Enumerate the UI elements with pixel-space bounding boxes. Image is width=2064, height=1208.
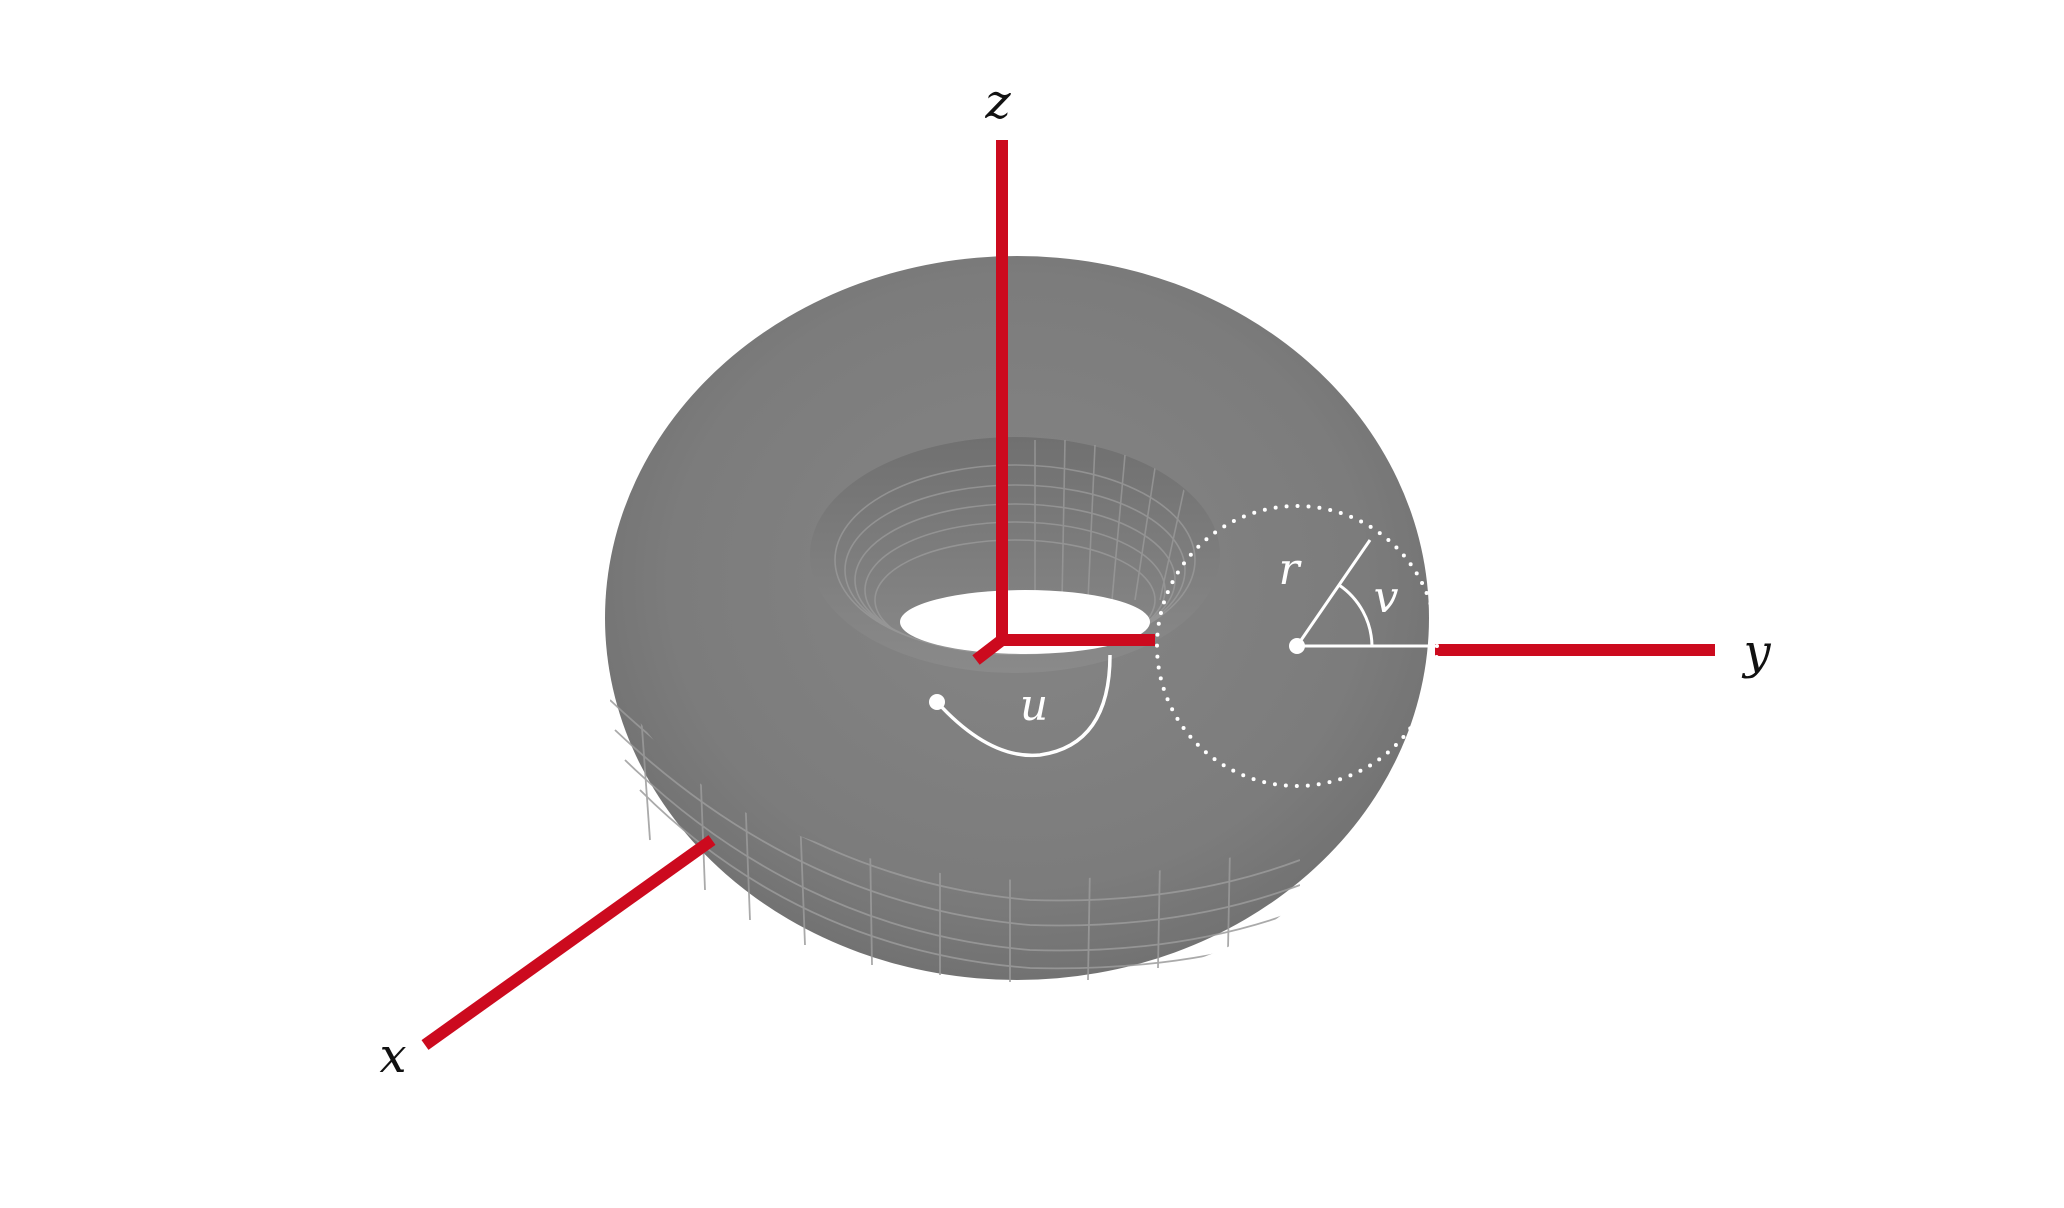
inner-wall-mesh (834, 439, 1196, 655)
z-axis-label: z (984, 74, 1011, 130)
x-axis-line (421, 835, 716, 1050)
v-label: v (1374, 572, 1399, 623)
u-start-dot (929, 694, 945, 710)
x-axis-label: x (379, 1028, 406, 1084)
tube-cross-section (1155, 504, 1439, 788)
torus-surface (605, 256, 1429, 982)
u-angle-arc (935, 654, 1112, 758)
r-label: r (1278, 544, 1302, 595)
front-mesh (610, 699, 1300, 982)
x-axis-inner-line (972, 635, 1006, 665)
v-angle-arc (1338, 583, 1374, 647)
tube-center-dot (1289, 638, 1305, 654)
axes (421, 140, 1715, 1050)
y-axis-label: y (1741, 624, 1771, 680)
u-label: u (1020, 680, 1048, 731)
tube-radius-line (1295, 539, 1372, 647)
u-annotation (929, 654, 1112, 758)
